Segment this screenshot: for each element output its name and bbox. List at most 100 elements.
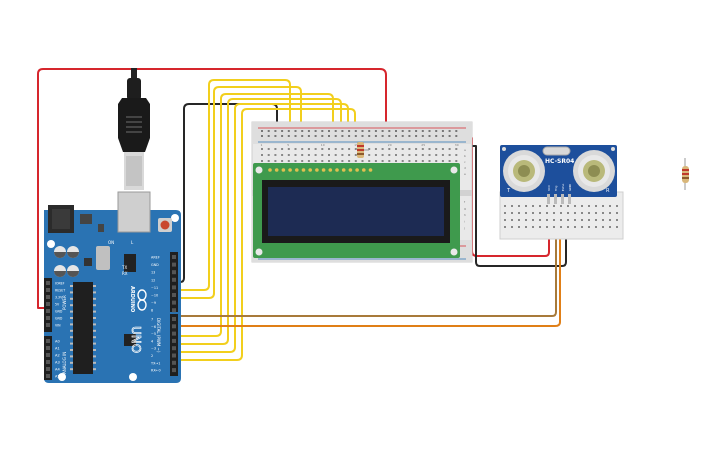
digital-pin[interactable] — [172, 353, 176, 358]
wire-yellow-4[interactable] — [171, 98, 342, 345]
digital-pin[interactable] — [172, 368, 176, 373]
rail-hole — [435, 130, 438, 132]
chip-pin — [93, 336, 96, 339]
mini-breadboard-hole — [553, 226, 555, 228]
rail-hole — [408, 135, 411, 137]
lcd-pin[interactable] — [348, 168, 353, 172]
lcd-pin[interactable] — [308, 168, 313, 172]
lcd-pin[interactable] — [328, 168, 333, 172]
power-pin[interactable] — [46, 309, 50, 313]
mini-breadboard-hole — [504, 226, 506, 228]
lcd-16x2[interactable] — [253, 163, 460, 258]
rail-hole — [395, 135, 397, 137]
digital-pin[interactable] — [172, 300, 176, 305]
analog-pin[interactable] — [46, 374, 50, 378]
wire-black-gnd[interactable] — [171, 103, 278, 283]
digital-pin[interactable] — [172, 317, 176, 321]
atmega-chip — [70, 282, 96, 374]
analog-header[interactable] — [44, 336, 52, 380]
wire-black-sensor[interactable] — [457, 145, 567, 267]
sensor-pins[interactable] — [547, 194, 571, 204]
wire-brown-trig[interactable] — [171, 226, 557, 317]
power-pin[interactable] — [46, 295, 50, 299]
rail-hole — [267, 130, 270, 132]
analog-pin-label: A1 — [55, 347, 60, 351]
rail-hole — [441, 135, 444, 137]
breadboard-hole — [334, 148, 337, 150]
breadboard-hole — [374, 160, 377, 162]
power-pin[interactable] — [46, 281, 50, 285]
analog-pin[interactable] — [46, 339, 50, 343]
lcd-pin[interactable] — [288, 168, 292, 172]
lcd-pin[interactable] — [321, 168, 326, 172]
digital-pin[interactable] — [172, 324, 176, 329]
digital-header[interactable] — [170, 252, 178, 376]
digital-pin-label: ~3 — [151, 347, 156, 351]
wire-yellow-5[interactable] — [171, 103, 349, 353]
lcd-pin[interactable] — [274, 168, 279, 172]
digital-pin[interactable] — [172, 338, 176, 343]
rail-hole — [354, 135, 357, 137]
digital-pin-label: 13 — [151, 271, 155, 275]
lcd-pin[interactable] — [362, 168, 366, 172]
mini-breadboard-hole — [602, 219, 604, 221]
mini-breadboard-hole — [609, 212, 611, 214]
digital-pin[interactable] — [172, 262, 176, 267]
wire-yellow-2[interactable] — [171, 86, 302, 299]
mini-breadboard-hole — [581, 226, 583, 228]
arduino-uno[interactable]: L TX RX ON ARDUINO UNO POWER IOREFRESET3… — [44, 68, 181, 383]
analog-pin[interactable] — [46, 346, 50, 350]
lcd-pin[interactable] — [355, 168, 359, 172]
power-header[interactable] — [44, 278, 52, 332]
digital-pin[interactable] — [172, 360, 176, 365]
resistor-on-breadboard[interactable] — [357, 142, 369, 158]
digital-pin-label: ~9 — [151, 301, 156, 305]
rail-hole — [388, 130, 391, 132]
breadboard-hole — [354, 148, 357, 150]
lcd-pin[interactable] — [268, 168, 272, 172]
digital-pin[interactable] — [172, 346, 176, 351]
power-pin[interactable] — [46, 302, 50, 306]
breadboard-hole — [261, 148, 263, 150]
lcd-pin[interactable] — [295, 168, 299, 172]
digital-pin[interactable] — [172, 331, 176, 336]
digital-pin[interactable] — [172, 270, 176, 275]
digital-pin[interactable] — [172, 308, 176, 313]
mini-breadboard-hole — [602, 226, 604, 228]
digital-pin[interactable] — [172, 293, 176, 297]
lcd-pin[interactable] — [335, 168, 339, 172]
lcd-pin[interactable] — [341, 168, 346, 172]
power-pin[interactable] — [46, 316, 50, 320]
lcd-pin[interactable] — [368, 168, 373, 172]
wire-yellow-3[interactable] — [171, 93, 334, 337]
resistor-component[interactable] — [682, 158, 689, 190]
wire-orange-echo[interactable] — [171, 226, 561, 327]
analog-pin[interactable] — [46, 353, 50, 357]
analog-pin[interactable] — [46, 360, 50, 364]
rail-hole — [328, 130, 330, 132]
rail-hole — [455, 135, 458, 137]
digital-pin[interactable] — [172, 277, 176, 282]
lcd-pin[interactable] — [315, 168, 319, 172]
rail-hole — [368, 130, 371, 132]
breadboard-hole — [395, 160, 397, 162]
wire-yellow-1[interactable] — [171, 79, 291, 291]
analog-pin[interactable] — [46, 367, 50, 371]
digital-pin[interactable] — [172, 285, 176, 290]
breadboard-hole — [307, 154, 310, 156]
wire-red-5v[interactable] — [37, 68, 387, 309]
power-pin[interactable] — [46, 323, 50, 327]
digital-pin[interactable] — [172, 255, 176, 259]
mini-breadboard-hole — [616, 205, 618, 207]
rail-hole — [368, 135, 371, 137]
power-pin[interactable] — [46, 288, 50, 292]
wire-yellow-6[interactable] — [171, 108, 356, 361]
lcd-pin[interactable] — [281, 168, 286, 172]
lcd-pin[interactable] — [301, 168, 306, 172]
breadboard-hole — [321, 148, 324, 150]
row-letter: e — [464, 172, 466, 176]
mini-breadboard-hole — [525, 226, 527, 228]
breadboard-hole — [441, 160, 444, 162]
breadboard-hole — [455, 160, 458, 162]
